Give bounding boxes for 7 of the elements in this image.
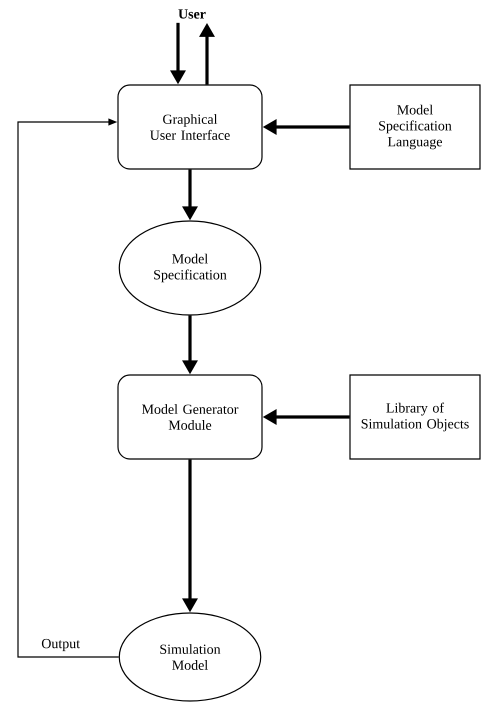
arrow <box>17 118 119 658</box>
user-label: User <box>178 9 206 19</box>
process-box: Model Generator Module <box>117 374 263 460</box>
process-box: Graphical User Interface <box>117 84 263 170</box>
edge-label: Output <box>40 638 82 652</box>
input-box: Library of Simulation Objects <box>349 374 481 460</box>
input-box: Model Specification Language <box>349 84 481 170</box>
